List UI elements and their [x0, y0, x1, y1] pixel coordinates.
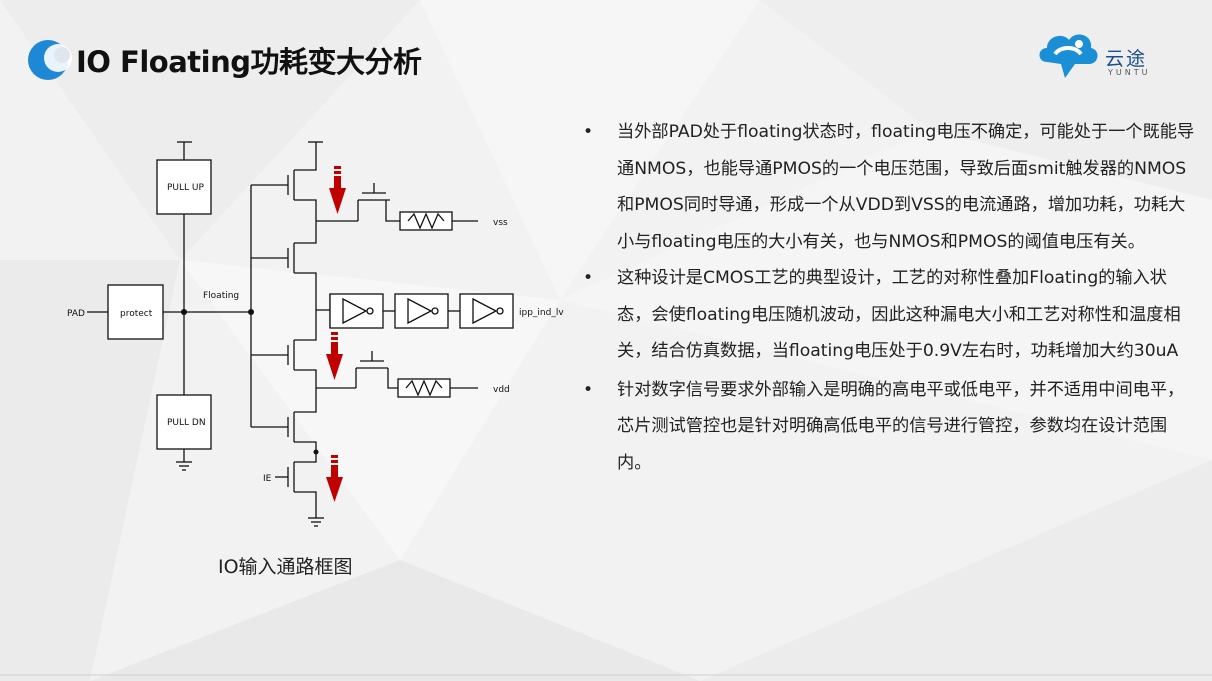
output-label: ipp_ind_lv — [519, 308, 564, 318]
vss-branch: vss — [316, 183, 508, 231]
page-title: IO Floating功耗变大分析 — [76, 45, 422, 79]
floating-label: Floating — [203, 291, 239, 301]
bullet-item: • 针对数字信号要求外部输入是明确的高电平或低电平，并不适用中间电平，芯片测试管… — [575, 372, 1195, 482]
protect-block: protect — [107, 284, 164, 340]
pull-down-block: PULL DN — [156, 394, 212, 471]
bullet-list: • 当外部PAD处于floating状态时，floating电压不确定，可能处于… — [575, 114, 1195, 481]
ie-label: IE — [263, 474, 272, 484]
bullet-text: 这种设计是CMOS工艺的典型设计，工艺的对称性叠加Floating的输入状态，会… — [617, 268, 1181, 361]
bullet-dot-icon: • — [583, 122, 594, 142]
title-bar: IO Floating功耗变大分析 — [26, 38, 422, 82]
svg-text:vss: vss — [493, 218, 508, 228]
bullet-dot-icon: • — [583, 379, 594, 400]
svg-text:PAD: PAD — [67, 309, 85, 319]
company-logo: 云途 YUNTU — [1035, 24, 1175, 84]
svg-text:protect: protect — [120, 309, 153, 319]
bullet-text: 当外部PAD处于floating状态时，floating电压不确定，可能处于一个… — [617, 122, 1195, 252]
logo-text-en: YUNTU — [1108, 68, 1151, 77]
cloud-logo-icon — [1039, 34, 1098, 78]
current-arrow-top — [329, 166, 346, 214]
bullet-item: • 当外部PAD处于floating状态时，floating电压不确定，可能处于… — [575, 114, 1195, 260]
svg-text:PULL DN: PULL DN — [167, 418, 206, 428]
bullet-item: • 这种设计是CMOS工艺的典型设计，工艺的对称性叠加Floating的输入状态… — [575, 260, 1195, 370]
logo-text-cn: 云途 — [1105, 48, 1148, 70]
diagram-caption: IO输入通路框图 — [218, 556, 353, 578]
pad-input: PAD — [67, 309, 108, 319]
svg-text:PULL UP: PULL UP — [167, 183, 204, 193]
current-arrow-middle — [326, 332, 343, 380]
bullet-dot-icon: • — [583, 268, 594, 288]
vdd-branch: vdd — [316, 351, 510, 398]
current-arrow-bottom — [326, 455, 343, 502]
pull-up-block: PULL UP — [156, 141, 212, 395]
bullet-text: 针对数字信号要求外部输入是明确的高电平或低电平，并不适用中间电平，芯片测试管控也… — [617, 379, 1185, 473]
title-bullet-icon — [26, 38, 74, 82]
io-input-path-diagram: .w { stroke:#111; stroke-width:1.3; fill… — [67, 141, 564, 527]
svg-text:vdd: vdd — [493, 385, 510, 395]
inverter-chain: ipp_ind_lv — [316, 293, 564, 329]
transistor-stack — [275, 141, 324, 527]
